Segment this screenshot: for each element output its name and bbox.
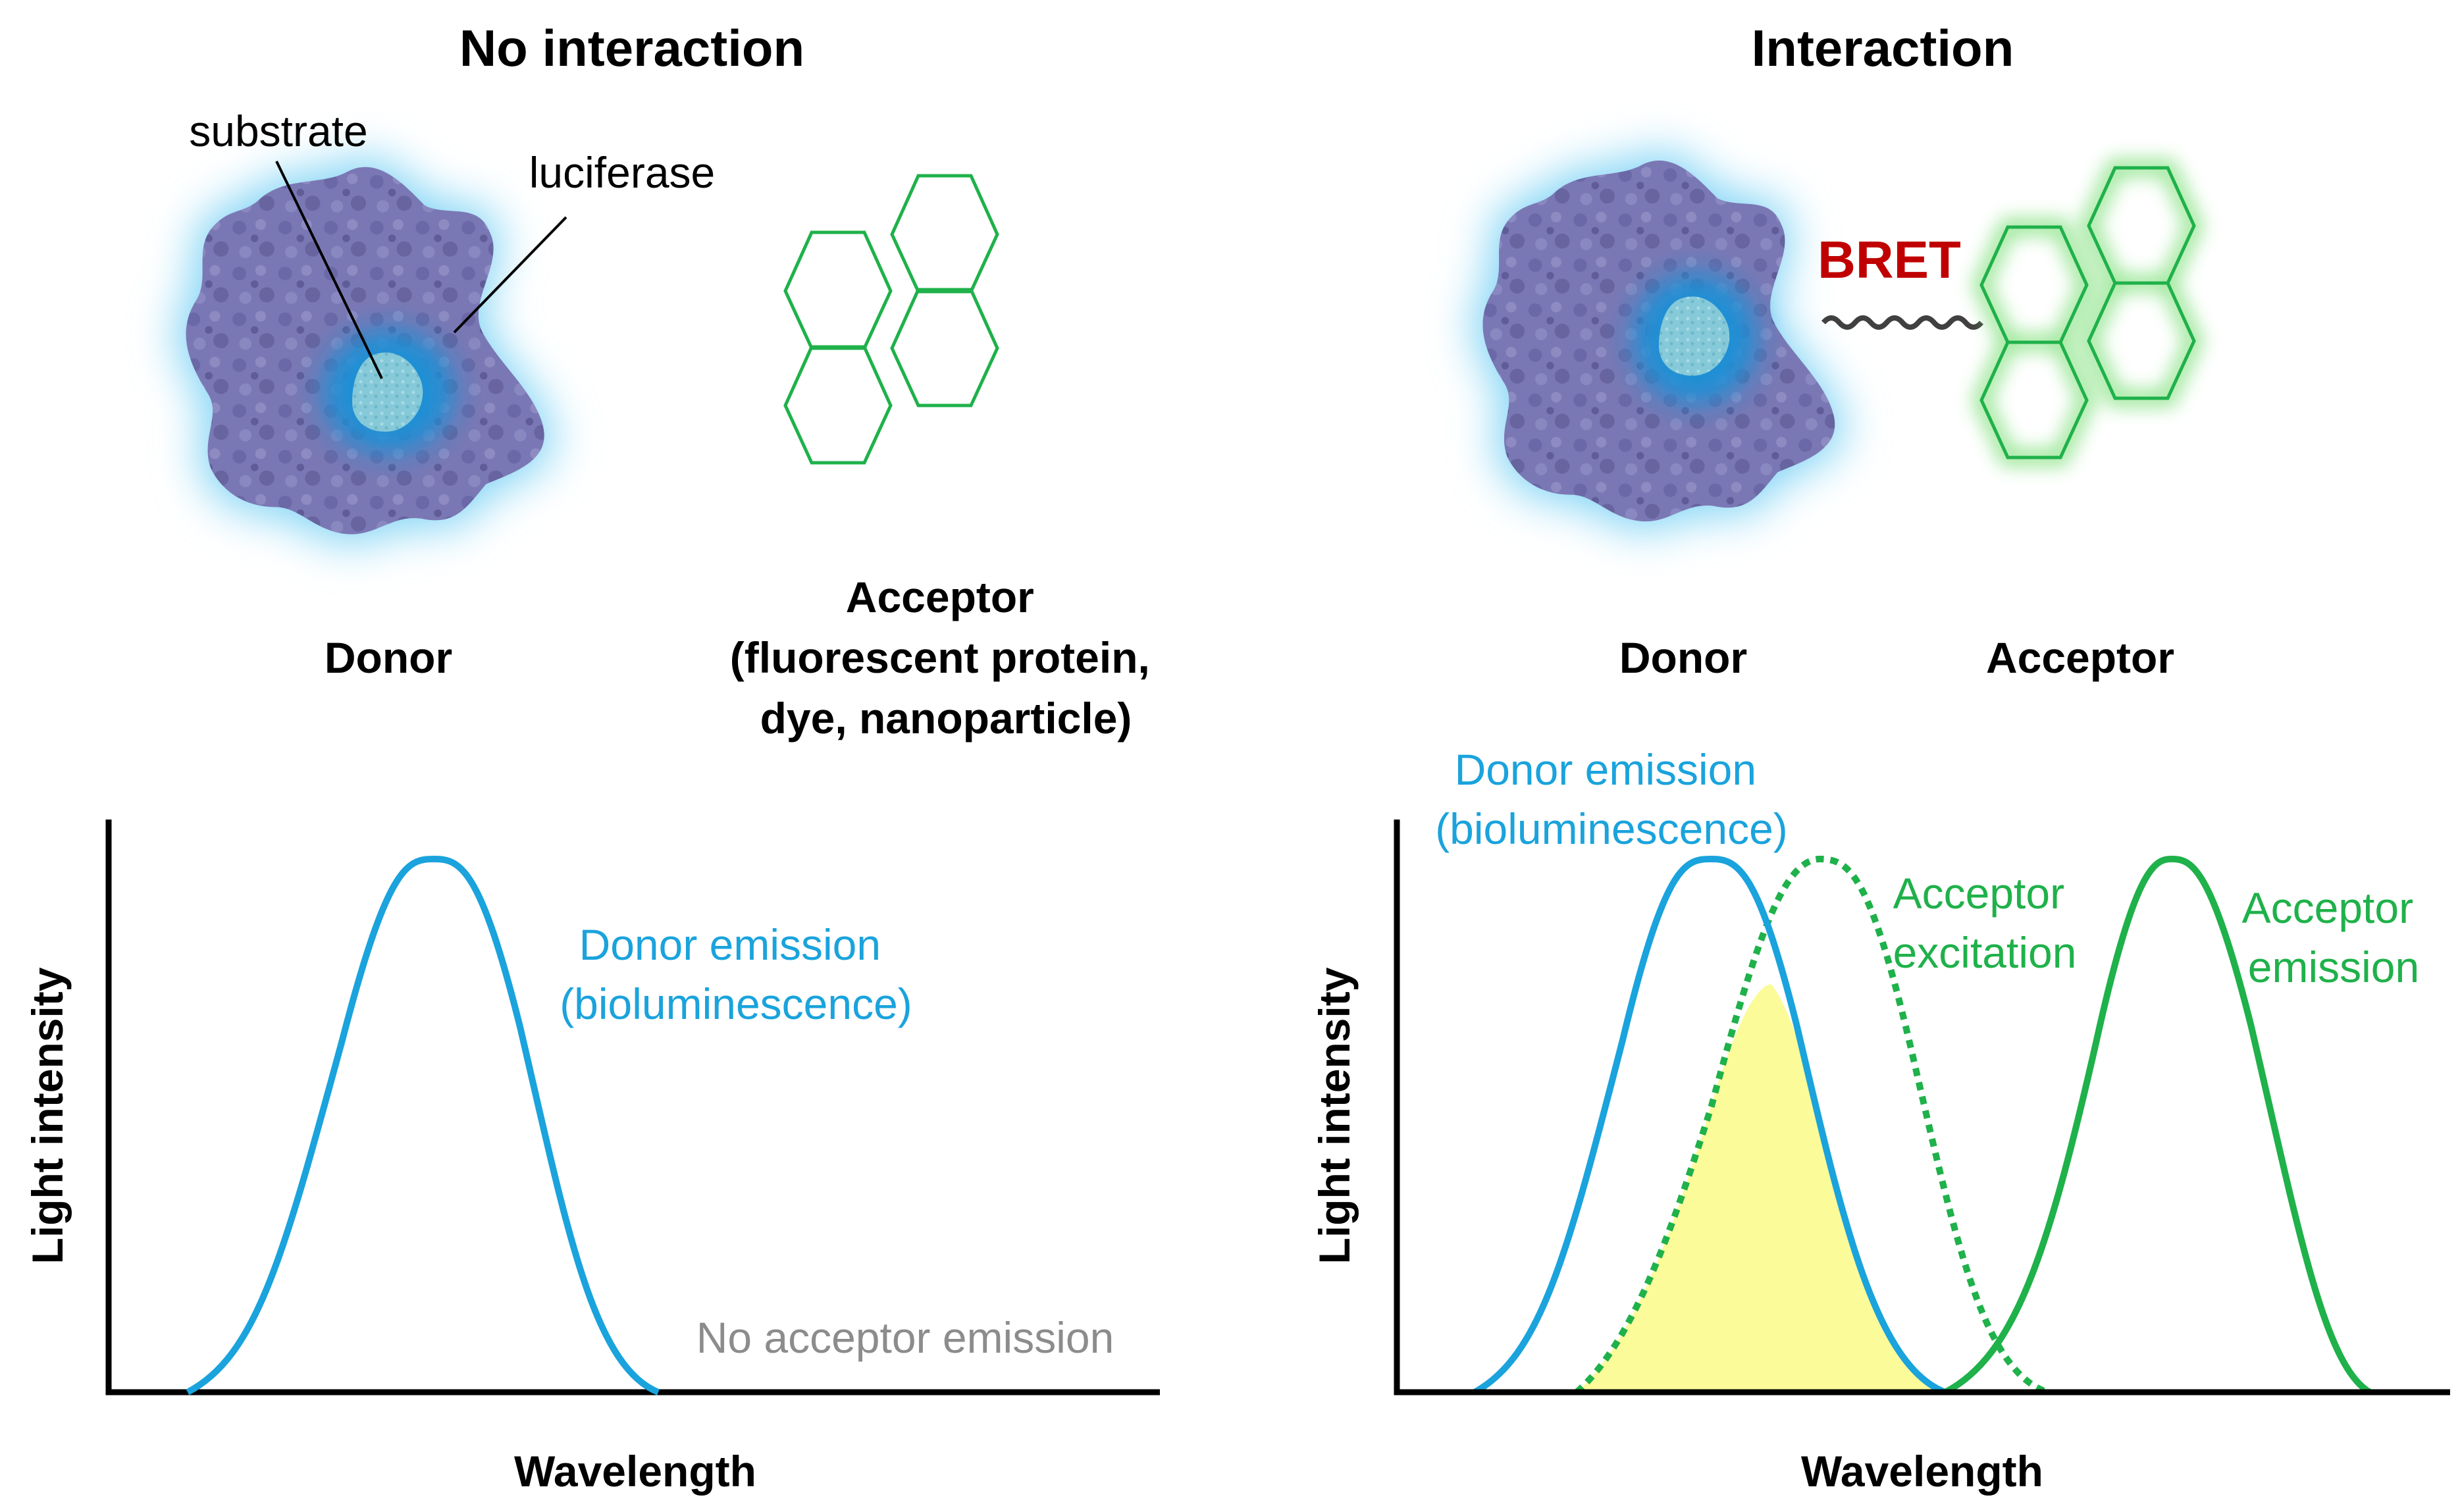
left-chart-axes	[105, 820, 1160, 1395]
acceptor-excitation-curve	[1574, 855, 2049, 1395]
acceptor-excitation-label: Acceptor excitation	[1893, 869, 2077, 977]
left-x-axis-label: Wavelength	[514, 1447, 756, 1496]
substrate-label: substrate	[189, 107, 367, 155]
luciferase-pointer-line	[453, 216, 567, 334]
right-y-axis-label: Light intensity	[1310, 967, 1359, 1264]
acceptor-emission-curve	[1943, 855, 2372, 1395]
right-panel-title: Interaction	[1752, 19, 2014, 77]
right-acceptor-label: Acceptor	[1986, 633, 2174, 682]
substrate-pointer-line	[275, 161, 383, 379]
left-spectrum-chart: Donor emission (bioluminescence) No acce…	[23, 820, 1160, 1496]
right-donor-emission-label: Donor emission (bioluminescence)	[1435, 745, 1788, 853]
right-substrate-core	[1633, 273, 1758, 405]
acceptor-hexagons	[783, 174, 999, 465]
right-x-axis-label: Wavelength	[1801, 1447, 2043, 1496]
right-acceptor-hexagons	[1972, 159, 2204, 466]
spectral-overlap-area	[1577, 984, 1945, 1392]
substrate-core	[323, 329, 454, 454]
left-donor-emission-label: Donor emission (bioluminescence)	[560, 920, 912, 1028]
right-chart-axes	[1394, 820, 2450, 1395]
left-donor-emission-curve	[186, 855, 660, 1395]
acceptor-line-3: dye, nanoparticle)	[760, 694, 1132, 743]
right-spectrum-chart: Donor emission (bioluminescence) Accepto…	[1310, 745, 2450, 1496]
acceptor-line-2: (fluorescent protein,	[730, 633, 1150, 682]
left-panel-title: No interaction	[459, 19, 804, 77]
acceptor-emission-label: Acceptor emission	[2242, 883, 2426, 991]
bret-label: BRET	[1818, 230, 1961, 289]
left-acceptor-label: Acceptor (fluorescent protein, dye, nano…	[730, 573, 1162, 743]
right-donor-label: Donor	[1619, 633, 1747, 682]
right-donor-emission-curve	[1473, 855, 1947, 1395]
left-donor-label: Donor	[325, 633, 452, 682]
acceptor-line-1: Acceptor	[846, 573, 1034, 621]
left-y-axis-label: Light intensity	[23, 967, 72, 1264]
no-acceptor-emission-label: No acceptor emission	[696, 1313, 1114, 1362]
luciferase-label: luciferase	[529, 148, 715, 197]
bret-transfer-squiggle	[1821, 315, 1984, 330]
